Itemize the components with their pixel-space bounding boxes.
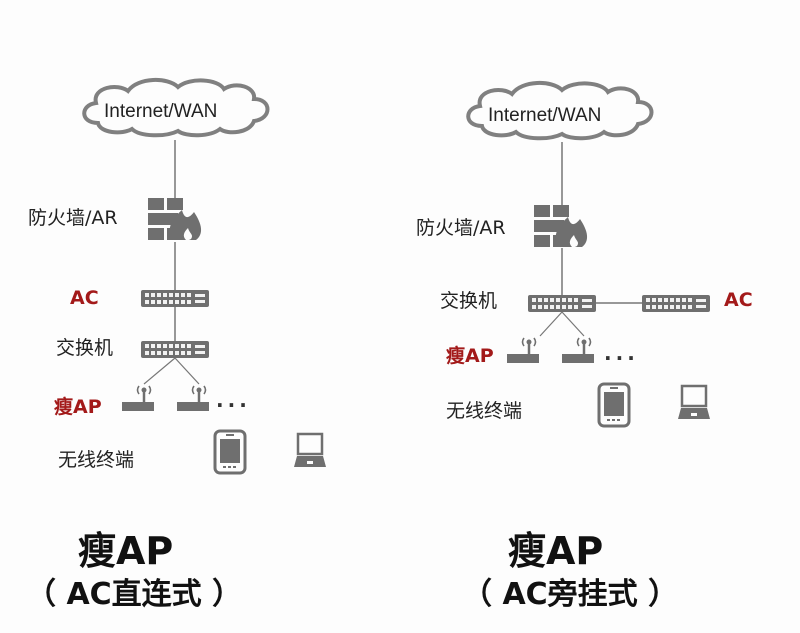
diagram-title: 瘦AP <box>78 529 174 573</box>
switch-icon <box>141 341 209 358</box>
switch-label: 交换机 <box>56 337 114 359</box>
firewall-icon <box>148 198 202 240</box>
firewall-label: 防火墙/AR <box>28 207 118 229</box>
ap-icon <box>175 384 211 413</box>
left-diagram <box>82 77 328 475</box>
ap-icon <box>505 336 541 365</box>
diagram-title: 瘦AP <box>508 529 604 573</box>
ac-switch-icon <box>141 290 209 307</box>
switch-icon <box>528 295 596 312</box>
link-switch-ap1 <box>539 311 563 337</box>
wireless-terminal-label: 无线终端 <box>446 400 523 422</box>
right-diagram <box>466 80 712 428</box>
firewall-label: 防火墙/AR <box>416 217 506 239</box>
phone-icon <box>213 429 247 475</box>
firewall-icon <box>534 205 588 247</box>
thin-ap-label: 瘦AP <box>446 345 494 367</box>
ap-icon <box>560 336 596 365</box>
switch-label: 交换机 <box>440 290 498 312</box>
more-aps-ellipsis: ··· <box>216 393 251 417</box>
ap-icon <box>120 384 156 413</box>
diagram-subtitle: （ AC旁挂式 ） <box>462 577 679 612</box>
internet-wan-label: Internet/WAN <box>488 105 602 126</box>
laptop-icon <box>292 432 328 469</box>
more-aps-ellipsis: ··· <box>604 346 639 370</box>
wireless-terminal-label: 无线终端 <box>58 449 135 471</box>
diagram-subtitle: （ AC直连式 ） <box>26 577 243 612</box>
laptop-icon <box>676 384 712 421</box>
phone-icon <box>597 382 631 428</box>
link-switch-ap2 <box>561 311 585 337</box>
ac-label: AC <box>724 289 753 311</box>
ac-label: AC <box>70 287 99 309</box>
link-switch-ap1 <box>143 357 176 385</box>
internet-wan-label: Internet/WAN <box>104 101 218 122</box>
link-switch-ap2 <box>174 357 200 385</box>
thin-ap-label: 瘦AP <box>54 396 102 418</box>
ac-switch-icon <box>642 295 710 312</box>
